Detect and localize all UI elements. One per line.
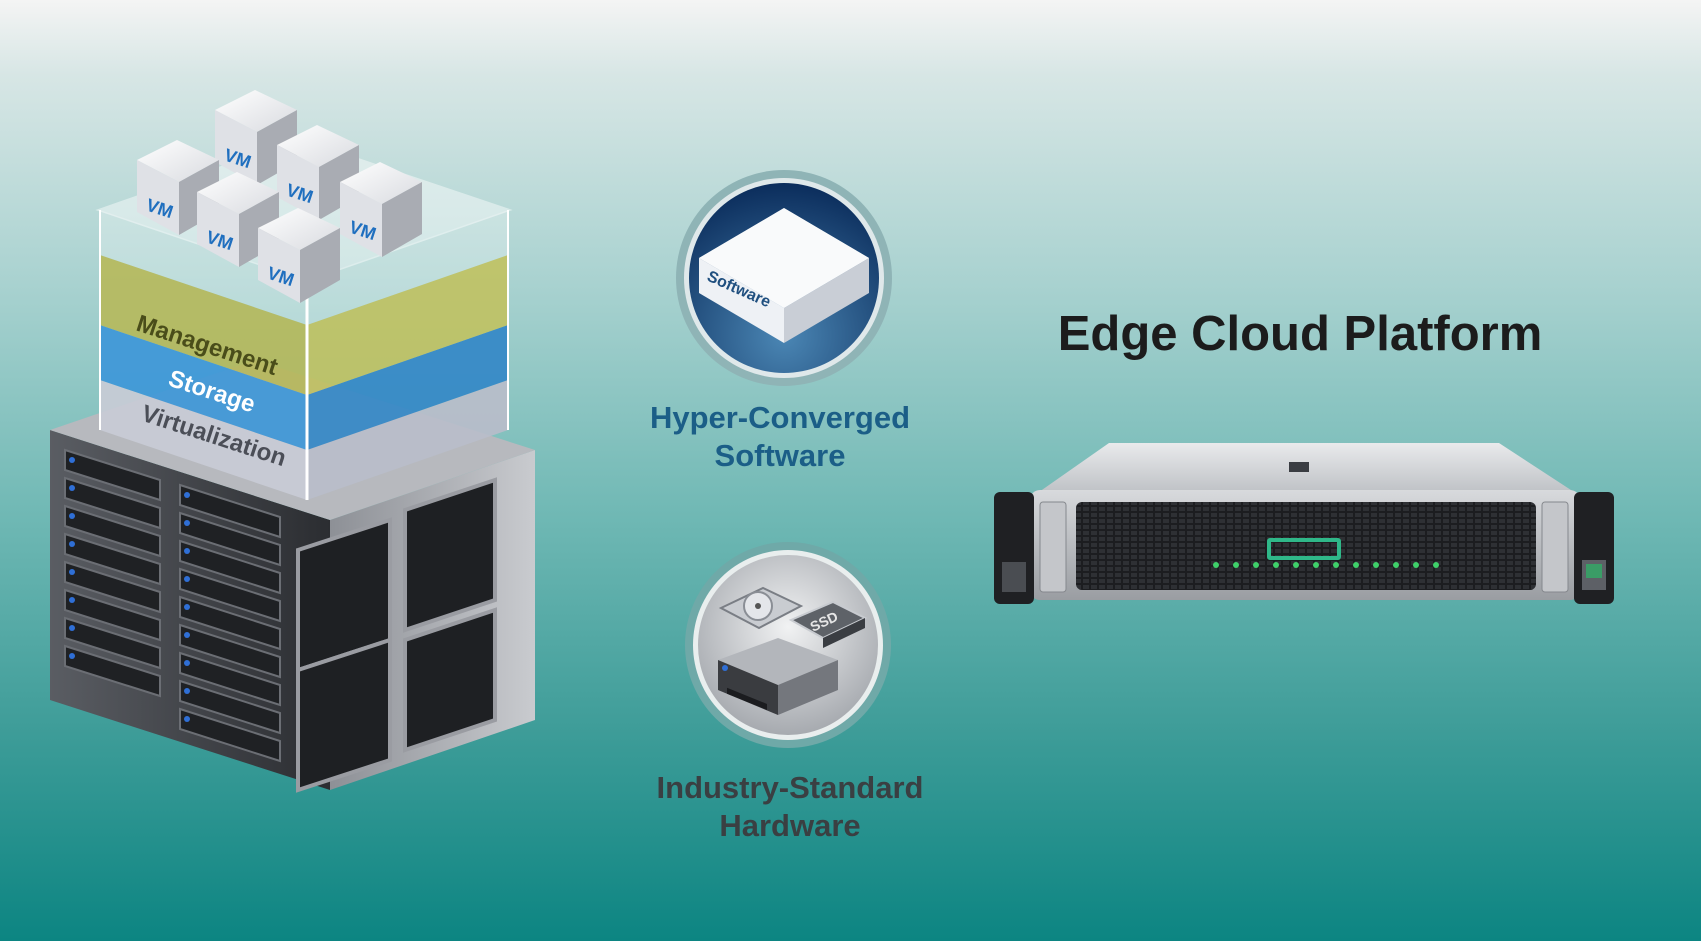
hard-drive-icon [718,586,804,630]
server-vent-mesh [1076,502,1536,590]
hardware-caption-line2: Hardware [719,808,861,843]
hpe-logo-icon [1267,538,1341,560]
rack-server-image [994,440,1614,610]
software-caption-line1: Hyper-Converged [649,400,911,435]
server-rack [50,360,535,793]
vm-cube: VM [340,162,422,257]
stack-graphic: Management Storage Virtualization VM VM [50,90,535,793]
hardware-caption: Industry-Standard Hardware [620,769,960,845]
vm-cube: VM [258,208,340,303]
hyperconverged-stack-illustration: Management Storage Virtualization VM VM [40,80,560,840]
software-badge: Software [674,168,894,388]
hardware-badge: SSD [683,540,893,750]
ssd-icon: SSD [788,600,868,648]
hardware-caption-line1: Industry-Standard [656,770,924,805]
software-caption: Hyper-Converged Software [620,399,940,475]
vm-cubes: VM VM VM VM [137,90,422,303]
platform-title: Edge Cloud Platform [1057,307,1543,361]
software-box-icon: Software [699,208,869,343]
software-caption-line2: Software [714,438,846,473]
drive-enclosure-icon [718,638,838,715]
